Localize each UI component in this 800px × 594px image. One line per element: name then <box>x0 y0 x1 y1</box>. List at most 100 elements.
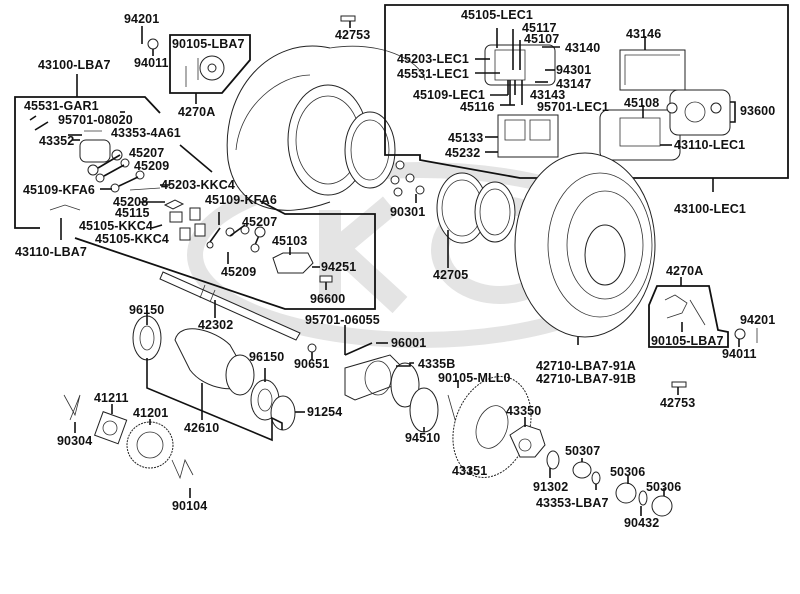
label-94301[interactable]: 94301 <box>556 63 592 77</box>
group-bracket-43100-lba7 <box>14 74 161 229</box>
label-93600[interactable]: 93600 <box>740 104 776 118</box>
label-43100-lec1[interactable]: 43100-LEC1 <box>674 202 746 216</box>
caliper-box-45103 <box>74 200 376 310</box>
bolt-nut-top <box>141 26 159 56</box>
label-45109-kfa6-left[interactable]: 45109-KFA6 <box>23 183 95 197</box>
label-43100-lba7[interactable]: 43100-LBA7 <box>38 58 111 72</box>
label-43143[interactable]: 43143 <box>530 88 566 102</box>
label-43351[interactable]: 43351 <box>452 464 488 478</box>
label-45105-lec1[interactable]: 45105-LEC1 <box>461 8 533 22</box>
label-43110-lba7[interactable]: 43110-LBA7 <box>15 245 87 259</box>
label-95701-08020[interactable]: 95701-08020 <box>58 113 133 127</box>
label-45115[interactable]: 45115 <box>115 206 150 220</box>
label-50306-b[interactable]: 50306 <box>646 480 682 494</box>
label-90301[interactable]: 90301 <box>390 205 426 219</box>
label-45109-kfa6-right[interactable]: 45109-KFA6 <box>205 193 277 207</box>
label-94201-top[interactable]: 94201 <box>124 12 160 26</box>
label-42610[interactable]: 42610 <box>184 421 220 435</box>
label-43146[interactable]: 43146 <box>626 27 662 41</box>
label-43350[interactable]: 43350 <box>506 404 542 418</box>
label-45107[interactable]: 45107 <box>524 32 560 46</box>
valve-top <box>340 15 356 28</box>
leader-lines-right-box <box>475 28 736 153</box>
label-50307[interactable]: 50307 <box>565 444 601 458</box>
label-94201-right[interactable]: 94201 <box>740 313 776 327</box>
label-45203-lec1[interactable]: 45203-LEC1 <box>397 52 469 66</box>
label-96150-right[interactable]: 96150 <box>249 350 285 364</box>
label-45203-kkc4[interactable]: 45203-KKC4 <box>161 178 235 192</box>
label-94011-right[interactable]: 94011 <box>722 347 757 361</box>
leader-43353 <box>179 144 213 173</box>
wheel-rim <box>390 160 516 268</box>
label-45103[interactable]: 45103 <box>272 234 308 248</box>
label-42710-lba7-91b[interactable]: 42710-LBA7-91B <box>536 372 637 386</box>
label-45117[interactable]: 45117 <box>522 21 557 35</box>
label-45105-kkc4-a[interactable]: 45105-KKC4 <box>79 219 153 233</box>
label-42753-top[interactable]: 42753 <box>335 28 371 42</box>
label-91254[interactable]: 91254 <box>307 405 343 419</box>
label-45531-lec1[interactable]: 45531-LEC1 <box>397 67 469 81</box>
label-90432[interactable]: 90432 <box>624 516 660 530</box>
label-45108[interactable]: 45108 <box>624 96 660 110</box>
label-95701-lec1[interactable]: 95701-LEC1 <box>537 100 609 114</box>
label-45207-right[interactable]: 45207 <box>242 215 278 229</box>
label-45109-lec1[interactable]: 45109-LEC1 <box>413 88 485 102</box>
label-90304[interactable]: 90304 <box>57 434 93 448</box>
label-95701-06055[interactable]: 95701-06055 <box>305 313 380 327</box>
label-90651[interactable]: 90651 <box>294 357 330 371</box>
label-94251[interactable]: 94251 <box>321 260 357 274</box>
label-50306-a[interactable]: 50306 <box>610 465 646 479</box>
label-90105-lba7-right[interactable]: 90105-LBA7 <box>651 334 724 348</box>
label-42710-lba7-91a[interactable]: 42710-LBA7-91A <box>536 359 637 373</box>
label-43140[interactable]: 43140 <box>565 41 601 55</box>
valve-right <box>671 381 687 395</box>
label-45209-left[interactable]: 45209 <box>134 159 170 173</box>
label-43147[interactable]: 43147 <box>556 77 592 91</box>
label-90104[interactable]: 90104 <box>172 499 208 513</box>
label-41201[interactable]: 41201 <box>133 406 169 420</box>
label-45209-right[interactable]: 45209 <box>221 265 257 279</box>
hub-box-right <box>648 277 758 348</box>
knuckle-bracket <box>307 325 459 433</box>
label-45116[interactable]: 45116 <box>460 100 495 114</box>
label-42753-right[interactable]: 42753 <box>660 396 696 410</box>
label-96150-left[interactable]: 96150 <box>129 303 165 317</box>
label-96001[interactable]: 96001 <box>391 336 427 350</box>
label-43352[interactable]: 43352 <box>39 134 75 148</box>
label-90105-mll0[interactable]: 90105-MLL0 <box>438 371 511 385</box>
label-42302[interactable]: 42302 <box>198 318 234 332</box>
tire-right <box>514 152 656 345</box>
axle-shaft <box>159 271 301 341</box>
label-43353-4a61[interactable]: 43353-4A61 <box>111 126 181 140</box>
label-45232[interactable]: 45232 <box>445 146 481 160</box>
label-43110-lec1[interactable]: 43110-LEC1 <box>674 138 746 152</box>
label-45208[interactable]: 45208 <box>113 195 149 209</box>
label-42705[interactable]: 42705 <box>433 268 469 282</box>
sprocket-assembly <box>63 394 194 498</box>
caliper-assembly-lec1 <box>484 44 731 161</box>
caliper-parts-left <box>49 130 206 241</box>
label-45105-kkc4-b[interactable]: 45105-KKC4 <box>95 232 169 246</box>
label-94011-top[interactable]: 94011 <box>134 56 169 70</box>
label-43353-lba7[interactable]: 43353-LBA7 <box>536 496 609 510</box>
hub-bearings <box>132 310 305 442</box>
hub-box-top <box>169 34 251 104</box>
tire-left <box>226 45 426 211</box>
label-45531-gar1[interactable]: 45531-GAR1 <box>24 99 99 113</box>
label-4270a-right[interactable]: 4270A <box>666 264 704 278</box>
group-box-43100-lec1 <box>384 4 789 192</box>
label-45133[interactable]: 45133 <box>448 131 484 145</box>
label-45207-left[interactable]: 45207 <box>129 146 165 160</box>
leader-lines-misc <box>29 111 125 136</box>
label-4335b[interactable]: 4335B <box>418 357 456 371</box>
brake-disc <box>452 376 546 478</box>
label-41211[interactable]: 41211 <box>94 391 129 405</box>
label-90105-lba7-top[interactable]: 90105-LBA7 <box>172 37 245 51</box>
label-94510[interactable]: 94510 <box>405 431 441 445</box>
small-bearings <box>546 450 673 517</box>
label-96600[interactable]: 96600 <box>310 292 346 306</box>
label-4270a-top[interactable]: 4270A <box>178 105 216 119</box>
label-91302[interactable]: 91302 <box>533 480 569 494</box>
